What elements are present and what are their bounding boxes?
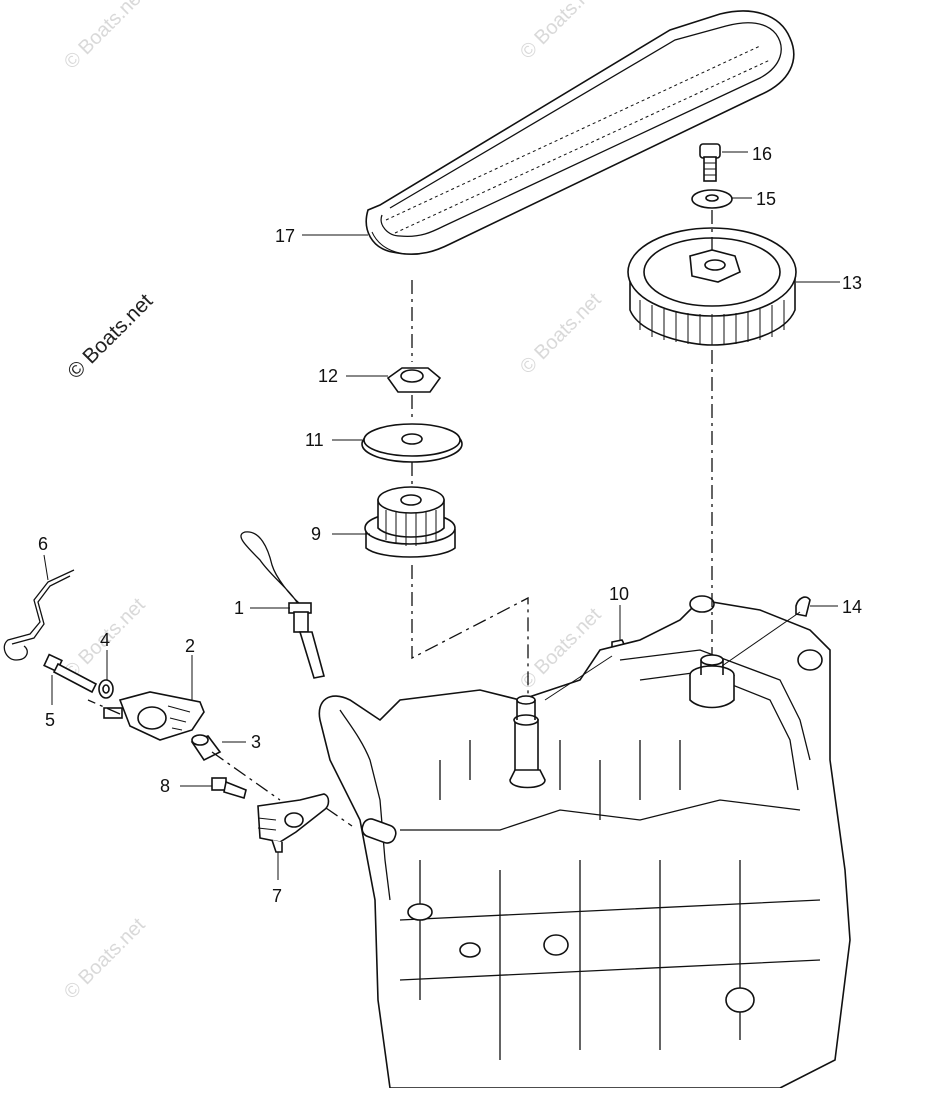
callout-15: 15 [756,189,776,209]
clip-6-drawing [3,569,75,661]
callout-3: 3 [251,732,261,752]
washer-15-drawing [691,189,733,209]
callout-8: 8 [160,776,170,796]
bolt-16-drawing [699,143,721,182]
large-pulley-13-drawing [627,227,797,346]
screw-5-drawing [43,653,98,694]
bushing-3-drawing [190,734,222,762]
timing-belt-drawing [365,10,795,255]
dipstick-1-drawing [240,531,325,679]
watermark-main: © Boats.net [63,289,157,383]
callout-13: 13 [842,273,862,293]
callout-10: 10 [609,584,629,604]
callout-12: 12 [318,366,338,386]
callout-4: 4 [100,630,110,650]
callout-9: 9 [311,524,321,544]
assembly-center-lines [87,210,713,827]
engine-block-drawing [318,595,851,1089]
callout-14: 14 [842,597,862,617]
key-14-drawing [795,596,811,617]
watermark-faint: © Boats.net [60,914,150,1004]
callout-1: 1 [234,598,244,618]
small-pulley-9-drawing [364,486,456,558]
callout-6: 6 [38,534,48,554]
watermark-faint: © Boats.net [516,289,606,379]
callout-7: 7 [272,886,282,906]
callout-2: 2 [185,636,195,656]
callouts: 1 2 3 4 5 6 7 8 9 10 11 12 13 14 15 16 1… [38,144,862,906]
callout-17: 17 [275,226,295,246]
callout-11: 11 [305,430,324,450]
watermark-faint: © Boats.net [516,0,606,64]
nut-12-drawing [386,367,442,393]
washer-4-drawing [98,679,114,699]
bolt-8-drawing [211,777,247,800]
leader-lines [43,151,840,880]
washer-11-drawing [361,423,463,463]
callout-5: 5 [45,710,55,730]
watermark-faint: © Boats.net [60,0,150,74]
callout-16: 16 [752,144,772,164]
sensor-2-drawing [103,691,205,741]
bracket-7-drawing [257,793,330,853]
